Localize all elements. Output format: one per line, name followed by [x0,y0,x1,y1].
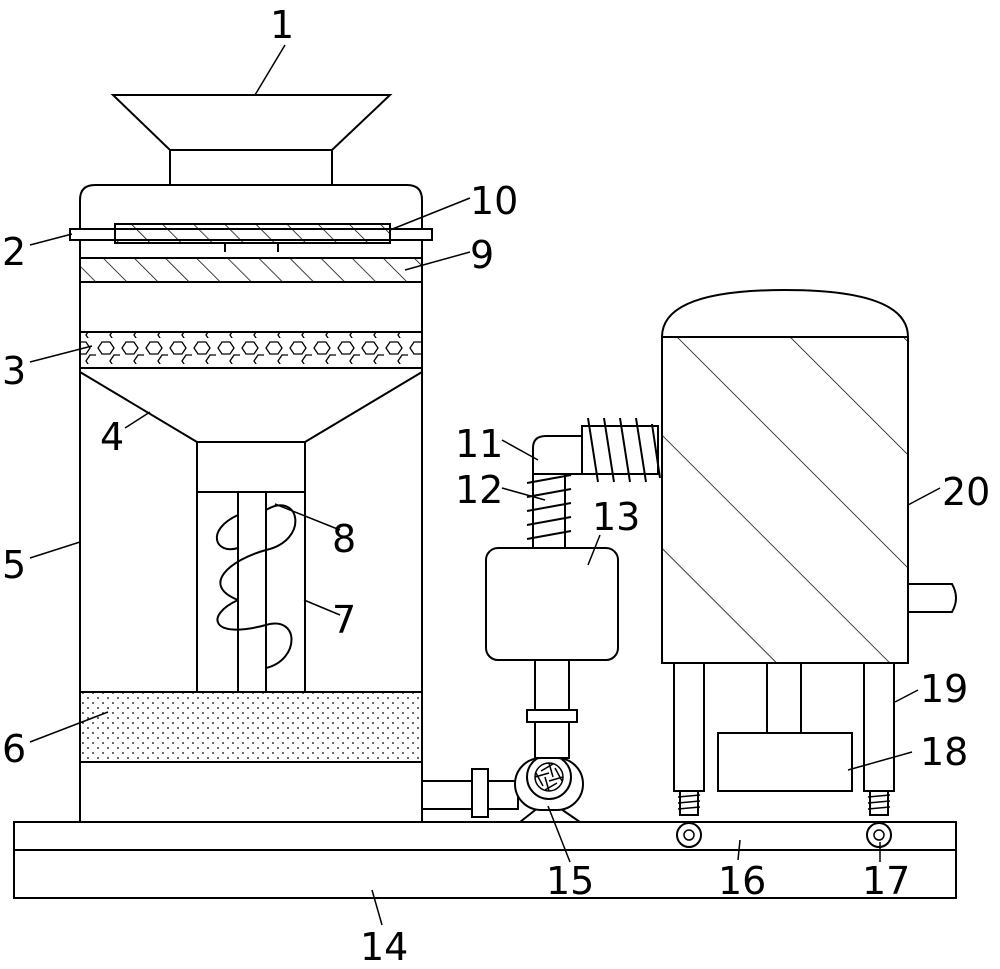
hatched-layer [79,257,423,283]
right-tank [661,288,909,664]
label-15: 15 [546,859,594,903]
screw-tube [196,441,306,693]
spring-pipe [526,473,572,549]
label-5: 5 [2,543,26,587]
label-4: 4 [100,415,124,459]
label-7: 7 [332,598,356,642]
outlet-pipe [421,768,519,818]
base-plate [13,821,957,899]
label-16: 16 [718,859,766,903]
buffer-tank [485,547,619,661]
label-6: 6 [2,727,26,771]
pump [514,754,584,823]
label-1: 1 [270,3,294,47]
label-9: 9 [470,233,494,277]
support-legs [673,662,895,792]
motor-box [717,732,853,792]
tank-side-outlet [907,583,957,613]
label-12: 12 [455,468,503,512]
top-filter-plate [114,223,391,252]
label-8: 8 [332,517,356,561]
label-17: 17 [862,859,910,903]
label-11: 11 [455,422,503,466]
label-20: 20 [942,470,990,514]
dotted-media-layer [79,691,423,763]
screw-helix [216,504,297,669]
riser-pipe [526,659,578,759]
caster-wheel-right [866,790,892,848]
label-19: 19 [920,667,968,711]
caster-wheel-left [676,790,702,848]
label-13: 13 [592,495,640,539]
feed-hopper [110,94,393,186]
label-18: 18 [920,730,968,774]
label-14: 14 [360,925,408,969]
elbow-pipe [532,417,661,483]
label-3: 3 [2,349,26,393]
part-labels: 1 2 3 4 5 6 7 8 9 10 11 12 13 14 15 16 1… [2,3,990,969]
leader-lines [29,44,941,926]
hex-filter-layer [79,331,423,369]
label-2: 2 [2,230,26,274]
label-10: 10 [470,179,518,223]
